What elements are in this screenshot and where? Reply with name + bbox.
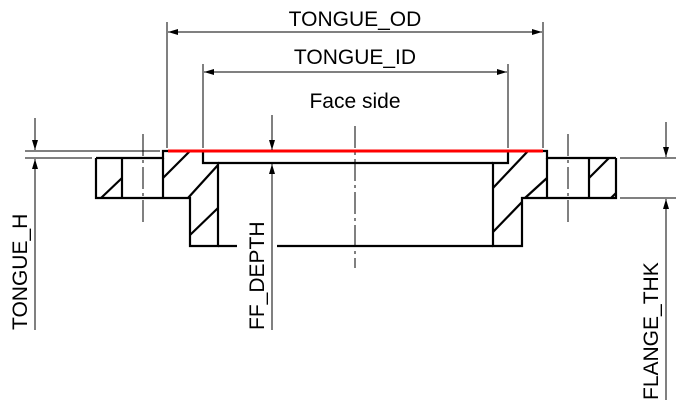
- flange-thk-label: FLANGE_THK: [640, 262, 663, 400]
- face-side-label: Face side: [309, 90, 400, 113]
- right-flange-section: [491, 134, 618, 248]
- tongue-od-label: TONGUE_OD: [289, 8, 422, 31]
- ff-depth-label: FF_DEPTH: [246, 221, 269, 330]
- ff-depth-dimension: FF_DEPTH: [246, 115, 275, 330]
- tongue-id-dimension: TONGUE_ID: [202, 46, 509, 148]
- left-flange-section: [94, 134, 220, 248]
- flange-thk-dimension: FLANGE_THK: [620, 122, 676, 400]
- tongue-id-label: TONGUE_ID: [294, 46, 416, 69]
- tongue-h-label: TONGUE_H: [9, 214, 32, 330]
- tongue-h-dimension: TONGUE_H: [9, 118, 160, 330]
- tongue-od-dimension: TONGUE_OD: [166, 8, 544, 148]
